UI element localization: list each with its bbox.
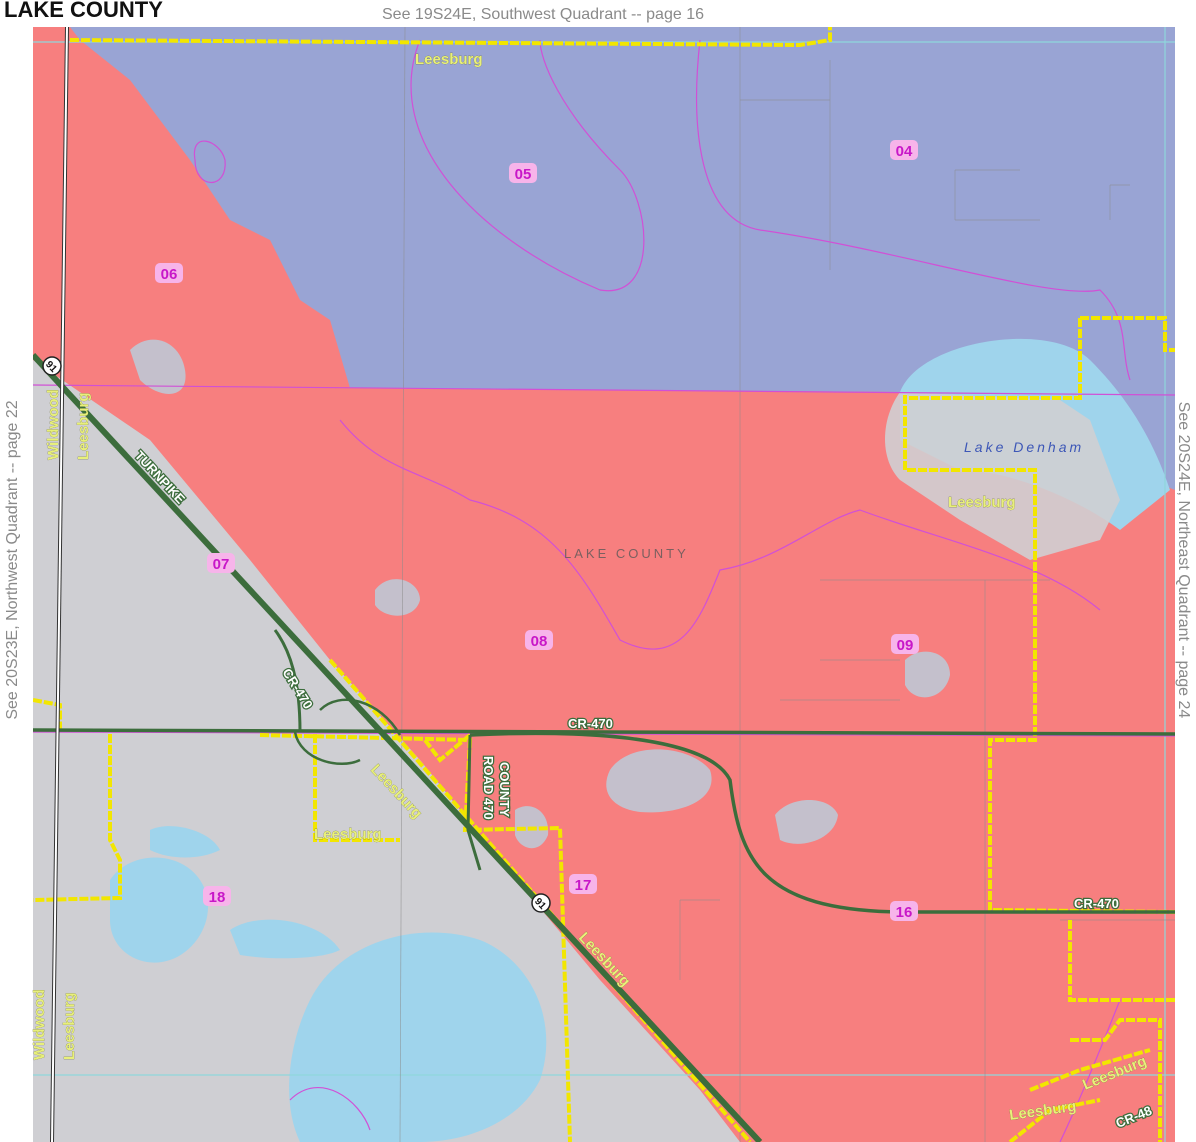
district-08-label[interactable]: 08 [525, 630, 553, 650]
wildwood-label-lower: Wildwood [31, 989, 48, 1060]
city-limits [33, 27, 1175, 1142]
roads [33, 352, 1175, 1142]
leesburg-label-lower-left: Leesburg [61, 992, 78, 1060]
parcel-lines [399, 27, 1175, 1142]
cr470-main-label: CR-470 [568, 716, 613, 731]
lake-large-sw [289, 932, 547, 1142]
wildwood-label-upper: Wildwood [45, 389, 62, 460]
district-18-text: 18 [209, 889, 226, 906]
right-adjacent-page-reference[interactable]: See 20S24E, Northeast Quadrant -- page 2… [1175, 401, 1192, 719]
lake-gray-1 [130, 339, 186, 394]
district-17-label[interactable]: 17 [569, 874, 597, 894]
county-road-label-2: ROAD 470 [481, 756, 496, 820]
route-shields: 91 91 [42, 356, 551, 913]
lake-west-2 [150, 826, 220, 858]
cr470-ramp [273, 629, 302, 733]
left-adjacent-page-reference[interactable]: See 20S23E, Northwest Quadrant -- page 2… [4, 400, 21, 720]
district-08-text: 08 [531, 633, 548, 650]
cr470-east-label: CR-470 [1074, 896, 1119, 911]
lake-gray-4 [775, 800, 838, 844]
county-title: LAKE COUNTY [4, 0, 163, 22]
district-16-text: 16 [896, 904, 913, 921]
district-07-label[interactable]: 07 [207, 553, 235, 573]
leesburg-label-upper-left: Leesburg [75, 392, 92, 460]
district-09-text: 09 [897, 637, 914, 654]
cr470-curve [469, 731, 1175, 914]
county-road-470 [466, 734, 482, 871]
lake-denham-gray-part [885, 392, 1120, 560]
lake-gray-2 [375, 579, 420, 616]
leesburg-label-top: Leesburg [415, 51, 483, 68]
lake-west-3 [230, 919, 340, 959]
district-06-text: 06 [161, 266, 178, 283]
route-91-shield-lower: 91 [531, 893, 551, 913]
district-06-label[interactable]: 06 [155, 263, 183, 283]
state-road-91 [50, 27, 69, 1142]
district-16-label[interactable]: 16 [890, 901, 918, 921]
top-adjacent-page-reference[interactable]: See 19S24E, Southwest Quadrant -- page 1… [382, 6, 704, 23]
lake-gray-5 [905, 651, 950, 698]
district-labels: 04 05 06 07 08 09 16 17 18 [155, 140, 919, 921]
leesburg-label-mid: Leesburg [314, 826, 382, 843]
district-04-text: 04 [896, 143, 913, 160]
district-09-label[interactable]: 09 [891, 634, 919, 654]
lake-county-area-label: LAKE COUNTY [564, 546, 689, 561]
district-17-text: 17 [575, 877, 592, 894]
county-road-label-1: COUNTY [497, 762, 512, 817]
lake-denham-label: Lake Denham [964, 439, 1084, 455]
turnpike-road [33, 352, 763, 1142]
cr470-road [33, 728, 1175, 736]
lake-gray-3 [606, 749, 712, 813]
lake-west-1 [110, 857, 209, 963]
district-04-label[interactable]: 04 [890, 140, 918, 160]
district-05-text: 05 [515, 166, 532, 183]
leesburg-label-denham: Leesburg [948, 494, 1016, 511]
district-07-text: 07 [213, 556, 230, 573]
district-18-label[interactable]: 18 [203, 886, 231, 906]
route-91-shield-upper: 91 [42, 356, 62, 376]
district-05-label[interactable]: 05 [509, 163, 537, 183]
